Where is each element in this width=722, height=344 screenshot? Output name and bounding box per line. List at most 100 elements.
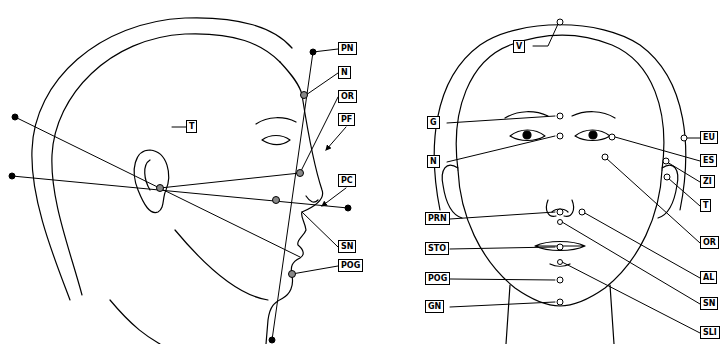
head-outline	[434, 25, 685, 210]
neck-back	[110, 300, 160, 344]
endpoint-dot	[12, 114, 18, 120]
landmark-label: T	[703, 200, 708, 211]
landmark-label-box: G	[427, 116, 440, 129]
face-outline	[458, 170, 662, 306]
profile-line	[272, 52, 313, 340]
nose	[546, 200, 573, 216]
leader-line	[562, 262, 700, 333]
landmark-label-box: OR	[338, 90, 357, 103]
landmark-label-box: PC	[338, 174, 356, 187]
landmark-label: V	[516, 41, 522, 52]
iris	[523, 131, 531, 139]
landmark-label: OR	[703, 237, 716, 248]
landmark-point	[558, 260, 563, 265]
leader-line	[668, 178, 700, 206]
leader-arrow	[322, 188, 346, 206]
landmark-label-box: STO	[425, 242, 449, 255]
eyebrow	[256, 118, 296, 124]
leader-line	[300, 97, 338, 173]
landmark-label-box: POG	[338, 259, 363, 272]
landmark-label: SN	[341, 241, 353, 252]
landmark-label: SN	[703, 298, 715, 309]
hairline	[456, 35, 664, 170]
endpoint-dot	[310, 49, 316, 55]
landmark-label-box: OR	[700, 236, 719, 249]
landmark-point	[557, 209, 563, 215]
landmark-point	[273, 197, 280, 204]
mouth	[535, 242, 585, 251]
eye	[262, 136, 290, 145]
landmark-point	[557, 277, 563, 283]
leader-line	[450, 247, 555, 249]
eye	[510, 130, 610, 141]
neck	[506, 285, 614, 344]
leader-line	[450, 279, 555, 280]
landmark-label-box: GN	[425, 300, 444, 313]
landmark-label-box: POG	[425, 272, 450, 285]
landmark-point	[609, 134, 615, 140]
landmark-point	[664, 174, 670, 180]
landmark-point	[157, 185, 164, 192]
landmark-label-box: T	[700, 199, 711, 212]
ear-inner	[145, 160, 150, 190]
leader-line	[533, 24, 558, 46]
head-outline	[32, 18, 292, 300]
leader-line	[667, 162, 700, 182]
landmark-point	[557, 19, 563, 25]
landmark-label-box: PN	[338, 42, 357, 55]
endpoint-dot	[9, 173, 15, 179]
landmark-label: POG	[341, 260, 360, 271]
leader-line	[450, 302, 555, 307]
landmark-point	[297, 170, 304, 177]
landmark-point	[558, 220, 563, 225]
leader-line	[687, 138, 700, 139]
landmark-label-box: SLI	[700, 326, 720, 339]
leader-line	[447, 116, 555, 123]
landmark-label: PRN	[428, 213, 447, 224]
landmark-label: N	[341, 67, 348, 78]
landmark-label-box: N	[427, 155, 440, 168]
landmark-label: AL	[703, 272, 714, 283]
landmark-point	[289, 271, 296, 278]
landmark-label: PN	[341, 43, 354, 54]
jaw-line	[175, 230, 268, 300]
landmark-label-box: ES	[700, 154, 717, 167]
landmark-label-box: PRN	[425, 212, 450, 225]
leader-line	[302, 212, 338, 247]
ear	[134, 150, 168, 213]
landmark-label: STO	[428, 243, 446, 254]
landmark-label: PF	[341, 114, 352, 125]
landmark-point	[579, 209, 585, 215]
leader-line	[606, 158, 700, 243]
landmark-label-box: PF	[338, 113, 355, 126]
ear	[658, 165, 678, 218]
landmark-point	[602, 154, 608, 160]
leader-line	[447, 136, 555, 162]
leader-line	[450, 212, 555, 219]
landmark-label: POG	[428, 273, 447, 284]
landmark-label: N	[430, 156, 437, 167]
reference-line	[15, 117, 300, 257]
landmark-point	[663, 158, 669, 164]
landmark-point	[557, 299, 563, 305]
landmark-label: EU	[703, 132, 715, 143]
endpoint-dot	[269, 337, 275, 343]
reference-line	[12, 176, 348, 208]
leader-line	[172, 127, 186, 128]
reference-line	[160, 173, 300, 188]
landmark-point	[557, 133, 563, 139]
endpoint-dot	[345, 205, 351, 211]
landmark-label-box: SN	[700, 297, 718, 310]
leader-arrow	[326, 127, 346, 150]
landmark-label: G	[430, 117, 437, 128]
leader-line	[306, 73, 338, 95]
landmark-label: GN	[428, 301, 441, 312]
hairline	[52, 34, 280, 295]
landmark-label: OR	[341, 91, 354, 102]
leader-line	[615, 137, 700, 161]
landmark-label-box: SN	[338, 240, 356, 253]
landmark-label-box: ZI	[700, 175, 715, 188]
ear	[442, 165, 462, 218]
